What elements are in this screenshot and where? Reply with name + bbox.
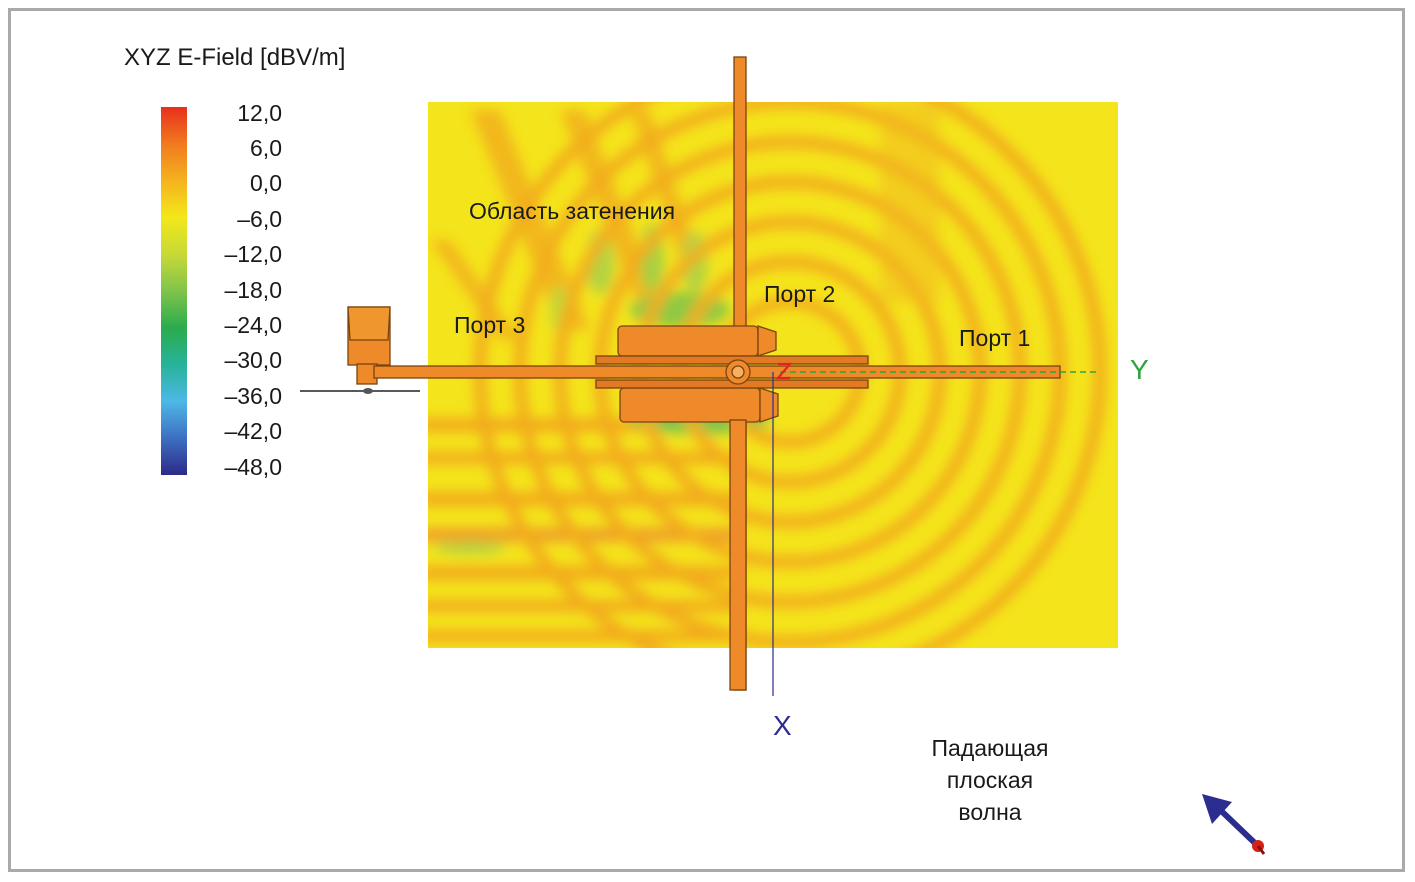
colorbar-tick: –18,0 xyxy=(224,277,282,303)
colorbar-title: XYZ E-Field [dBV/m] xyxy=(124,44,346,71)
colorbar-tick: –42,0 xyxy=(224,418,282,444)
colorbar-tick: –6,0 xyxy=(237,206,282,232)
incident-wave-arrow xyxy=(1202,794,1266,855)
shadow-region-label: Область затенения xyxy=(469,198,676,224)
colorbar-tick: 6,0 xyxy=(250,135,282,161)
port1-label: Порт 1 xyxy=(959,325,1031,351)
colorbar-tick: –30,0 xyxy=(224,347,282,373)
incident-wave-label: Падающая плоская волна xyxy=(905,732,1075,828)
colorbar-tick: 0,0 xyxy=(250,170,282,196)
port2-label: Порт 2 xyxy=(764,281,836,307)
y-axis-label: Y xyxy=(1130,354,1149,385)
z-axis-marker xyxy=(775,362,793,380)
incident-wave-line: Падающая xyxy=(931,735,1049,761)
colorbar-tick: –24,0 xyxy=(224,312,282,338)
incident-wave-line: волна xyxy=(958,799,1022,825)
colorbar xyxy=(161,107,187,475)
colorbar-tick: –12,0 xyxy=(224,241,282,267)
port3-label: Порт 3 xyxy=(454,312,526,338)
x-axis-label: X xyxy=(773,710,792,741)
colorbar-tick: –48,0 xyxy=(224,454,282,480)
incident-wave-line: плоская xyxy=(946,767,1034,793)
colorbar-tick: 12,0 xyxy=(237,100,282,126)
colorbar-tick: –36,0 xyxy=(224,383,282,409)
